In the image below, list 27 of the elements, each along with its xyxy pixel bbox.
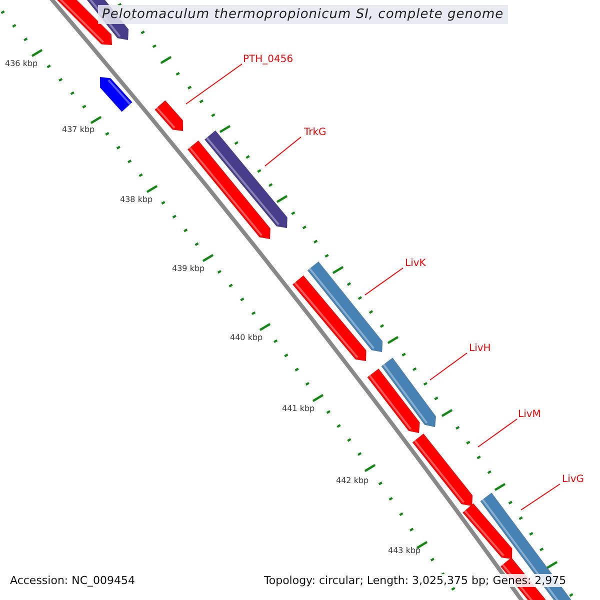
map-title: Pelotomaculum thermopropionicum SI, complete genome [98, 5, 508, 24]
leader-line [364, 268, 404, 296]
gene-feature [412, 433, 473, 506]
gene-label: LivM [518, 409, 541, 421]
gene-label: LivG [562, 474, 584, 486]
position-label: 442 kbp [336, 476, 369, 486]
gene-feature [307, 261, 383, 352]
position-label: 439 kbp [172, 264, 205, 274]
position-label: 437 kbp [62, 125, 95, 135]
gene-label: LivH [469, 343, 491, 355]
position-label: 436 kbp [5, 59, 38, 69]
leader-line [430, 352, 468, 380]
position-label: 438 kbp [120, 195, 153, 205]
gene-feature [154, 100, 184, 132]
leader-line [520, 484, 560, 510]
leader-line [264, 136, 302, 166]
gene-feature [204, 130, 288, 228]
gene-label: LivK [405, 258, 426, 270]
leader-line [478, 418, 518, 448]
position-label: 443 kbp [388, 546, 421, 556]
genome-info-text: Topology: circular; Length: 3,025,375 bp; Genes: 2,975 [262, 574, 568, 587]
gene-feature [381, 358, 436, 428]
position-label: 441 kbp [282, 404, 315, 414]
position-label: 440 kbp [230, 333, 263, 343]
gene-label: TrkG [304, 127, 326, 139]
gene-label: PTH_0456 [243, 54, 294, 66]
genome-info-text: Accession: NC_009454 [8, 574, 138, 587]
